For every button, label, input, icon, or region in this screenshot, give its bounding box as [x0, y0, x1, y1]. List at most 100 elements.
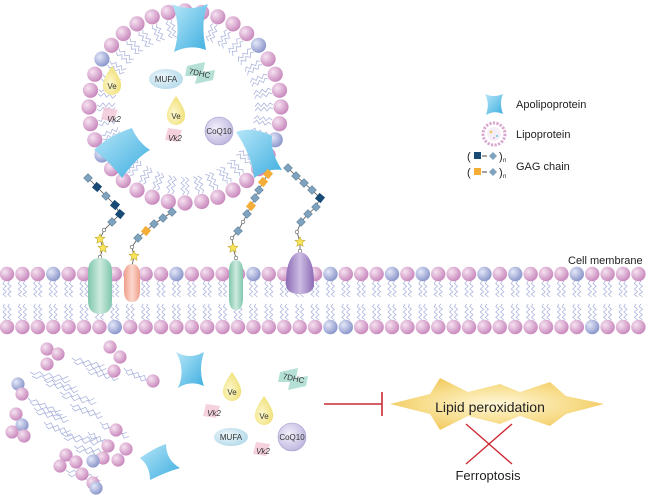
lipid-tail — [453, 280, 459, 298]
gag-sugar-square — [257, 176, 269, 188]
lipid-tail — [268, 303, 274, 321]
lipid-tail — [623, 303, 628, 321]
ve-droplet-icon — [102, 66, 122, 95]
lipid-tail — [607, 280, 613, 298]
phospholipid-head — [631, 319, 646, 335]
phospholipid-head — [76, 266, 92, 282]
lipid-tail — [84, 280, 89, 298]
lipid-tail — [387, 303, 392, 321]
lipid-tail — [253, 87, 272, 95]
lipid-tail — [125, 303, 131, 321]
coq10-sphere — [204, 116, 234, 146]
lipid-tail — [561, 280, 567, 298]
lipid-tail — [71, 407, 103, 420]
phospholipid-head — [415, 319, 430, 335]
phospholipid-head — [508, 319, 523, 335]
phospholipid-head — [338, 319, 353, 335]
lipid-tail — [176, 303, 182, 321]
gag-sugar-square — [91, 181, 103, 193]
phospholipid-head — [15, 387, 29, 401]
lipid-tail — [515, 303, 520, 321]
receptor-green-large — [88, 258, 112, 314]
phospholipid-head — [615, 266, 631, 282]
lipid-tail — [217, 280, 223, 298]
phospholipid-head — [103, 37, 120, 53]
coq10-label: CoQ10 — [279, 433, 305, 442]
lipid-tail — [402, 280, 408, 298]
lipid-tail — [247, 64, 263, 76]
lipid-tail — [69, 403, 101, 416]
phospholipid-head — [323, 319, 338, 335]
phospholipid-head — [160, 193, 176, 210]
lipid-tail — [284, 303, 289, 321]
lipid-tail — [161, 303, 166, 321]
phospholipid-head — [123, 319, 138, 335]
phospholipid-head — [215, 266, 230, 282]
lipid-tail — [156, 172, 165, 191]
lipid-tail — [330, 303, 336, 321]
lipid-tail — [495, 303, 500, 321]
mufa-blob — [149, 69, 183, 89]
phospholipid-head — [103, 340, 117, 354]
lipid-tail — [633, 303, 639, 321]
phospholipid-head — [5, 425, 19, 439]
gag-linker-dot — [233, 255, 239, 261]
lipid-tail — [63, 280, 69, 298]
released-apolipoproteins — [140, 352, 204, 480]
gag-sugar-diamond — [254, 185, 264, 195]
gag-linker-star — [128, 249, 140, 261]
phospholipid-head — [354, 266, 369, 282]
membrane-phospholipid-heads — [0, 266, 646, 335]
lipid-tail — [68, 303, 74, 321]
lipid-tail — [546, 303, 551, 321]
phospholipid-head — [384, 319, 400, 335]
vk2-shape — [165, 128, 182, 142]
lipid-tail — [484, 303, 490, 321]
phospholipid-head — [144, 9, 160, 25]
lipid-tail — [253, 115, 273, 122]
lipid-tail — [7, 280, 12, 298]
phospholipid-head — [400, 266, 415, 282]
phospholipid-head — [523, 319, 538, 335]
ferroptosis-label: Ferroptosis — [455, 468, 521, 483]
apolipoprotein-icon — [94, 128, 150, 178]
phospholipid-head — [169, 266, 184, 282]
lipid-tail — [29, 371, 69, 380]
lipid-tail — [546, 280, 551, 298]
lipid-tail — [325, 303, 331, 321]
lipid-tail — [499, 303, 505, 321]
lipid-tail — [469, 303, 474, 321]
phospholipid-head — [323, 266, 338, 282]
lipid-tail — [155, 23, 165, 41]
lipid-tail — [17, 280, 23, 298]
lipid-tail — [525, 303, 531, 321]
gag-sugar-square — [314, 192, 326, 204]
lipid-tail — [29, 401, 63, 417]
lipid-tail — [191, 280, 197, 298]
ve-label: Ve — [171, 112, 181, 121]
lipid-tail — [576, 303, 582, 321]
lipid-tail — [73, 445, 107, 454]
lipid-tail — [530, 280, 536, 298]
svg-text:): ) — [499, 151, 503, 163]
coq10-sphere — [277, 422, 307, 452]
lipid-tail — [299, 303, 305, 321]
lipid-tail — [33, 407, 67, 420]
lipid-tail — [79, 280, 84, 298]
gag-chains — [83, 163, 326, 269]
gag-chain-legend-icon: ( ) ( ) — [467, 151, 503, 179]
svg-text:): ) — [499, 167, 503, 179]
gag-sugar-square — [109, 199, 121, 211]
svg-text:(: ( — [467, 167, 471, 179]
lipid-tail — [592, 303, 597, 321]
lipid-tail — [207, 303, 212, 321]
gag-sugar-diamond — [299, 178, 309, 188]
lipid-tail — [407, 303, 413, 321]
lipid-tail — [294, 303, 300, 321]
phospholipid-head — [138, 319, 153, 335]
phospholipid-head — [239, 172, 255, 189]
gag-sugar-diamond — [250, 193, 260, 203]
gag-linker-dot — [294, 229, 300, 235]
lipid-tail — [541, 303, 546, 321]
lipid-tail — [345, 303, 351, 321]
